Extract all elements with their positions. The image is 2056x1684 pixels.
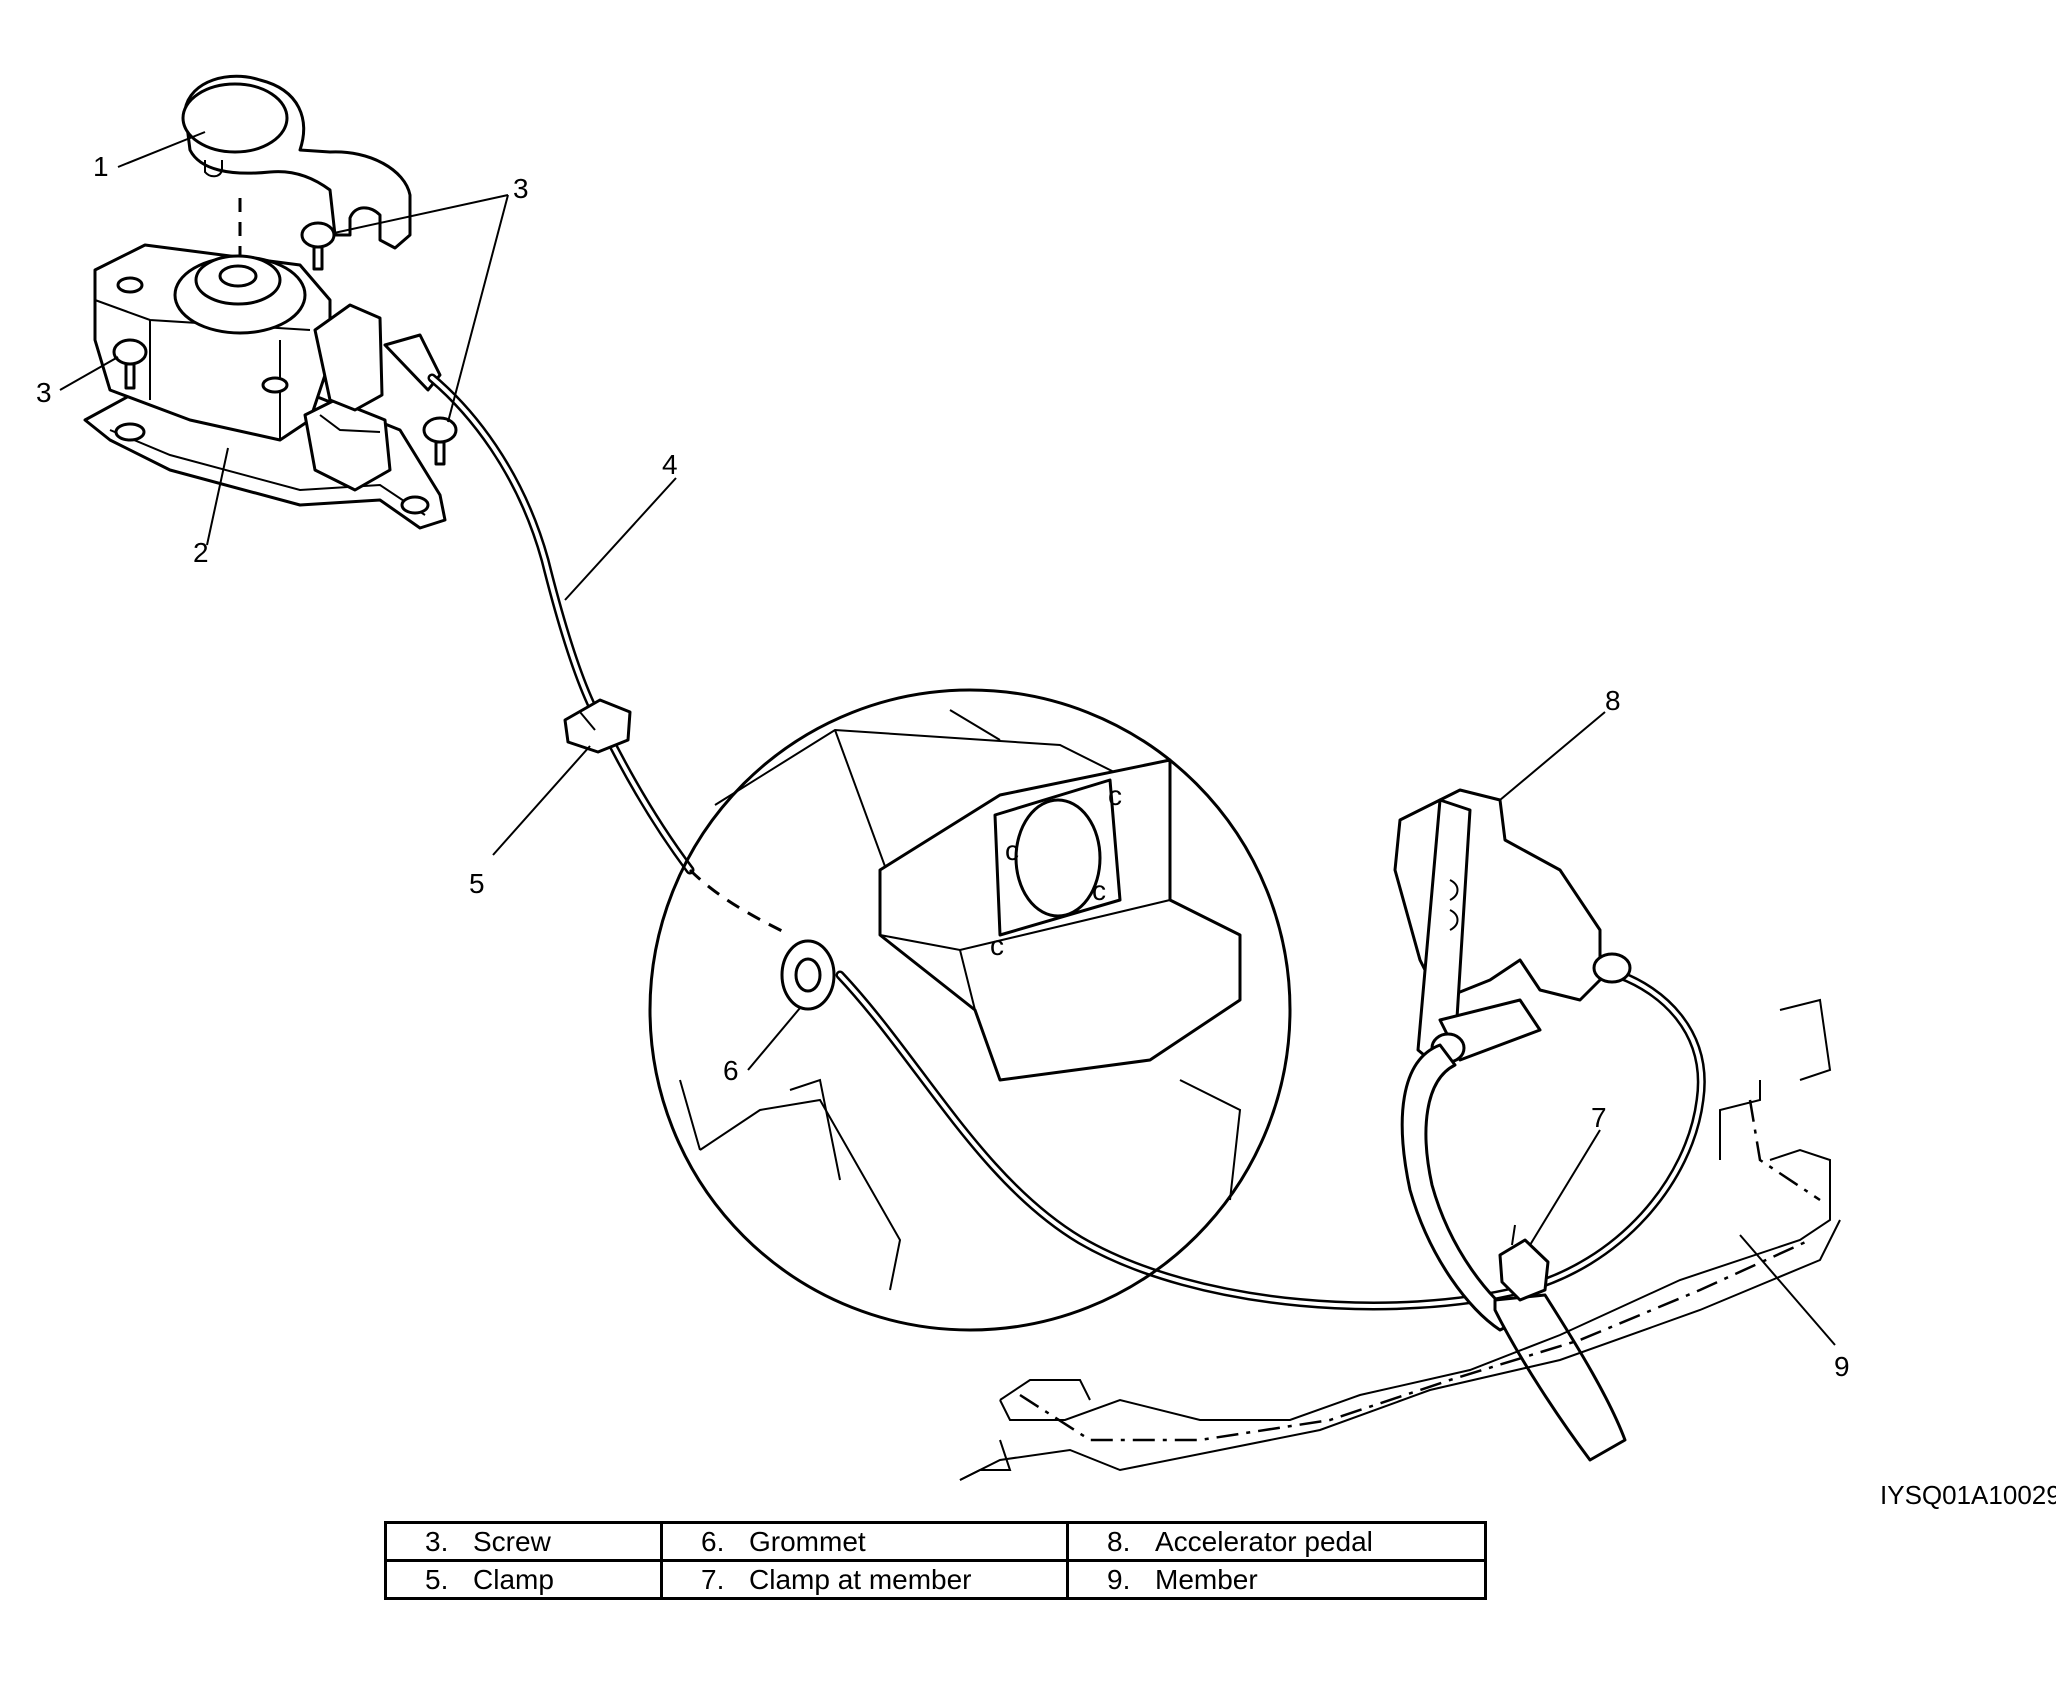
legend-label: Clamp at member	[749, 1563, 972, 1595]
svg-text:c: c	[1108, 780, 1122, 811]
grommet	[780, 939, 836, 1011]
actuator-assembly	[83, 243, 447, 530]
callout-2: 2	[193, 537, 209, 568]
figure-code: IYSQ01A10029	[1880, 1480, 2056, 1510]
legend-label: Clamp	[473, 1563, 554, 1595]
parts-legend-table: 3. Screw 6. Grommet 8. Accelerator pedal 5.…	[384, 1521, 1487, 1600]
accelerator-cable	[383, 333, 1706, 1311]
callout-4: 4	[662, 449, 678, 480]
callout-9: 9	[1834, 1351, 1850, 1382]
legend-cell: 3. Screw	[384, 1521, 663, 1562]
callout-8: 8	[1605, 685, 1621, 716]
screw-left	[112, 338, 148, 390]
legend-number: 7.	[701, 1563, 725, 1595]
legend-cell: 8. Accelerator pedal	[1066, 1521, 1487, 1562]
legend-label: Member	[1155, 1563, 1258, 1595]
legend-cell: 9. Member	[1066, 1559, 1487, 1600]
leader-lines	[59, 131, 1836, 1346]
callout-1: 1	[93, 151, 109, 182]
svg-text:c: c	[1092, 875, 1106, 906]
legend-cell: 6. Grommet	[660, 1521, 1069, 1562]
clamp-at-member	[1498, 1224, 1550, 1302]
callout-5: 5	[469, 868, 485, 899]
accelerator-pedal	[1393, 788, 1632, 1462]
legend-label: Screw	[473, 1525, 551, 1557]
member	[959, 998, 1841, 1481]
detail-circle: c c c c	[648, 688, 1292, 1332]
callout-3-top: 3	[513, 173, 529, 204]
legend-cell: 5. Clamp	[384, 1559, 663, 1600]
screw-right	[422, 416, 458, 466]
legend-label: Accelerator pedal	[1155, 1525, 1373, 1557]
legend-number: 6.	[701, 1525, 725, 1557]
legend-label: Grommet	[749, 1525, 866, 1557]
legend-cell: 7. Clamp at member	[660, 1559, 1069, 1600]
cover-cap	[181, 74, 412, 250]
callout-7: 7	[1591, 1102, 1607, 1133]
legend-number: 8.	[1107, 1525, 1131, 1557]
legend-number: 3.	[425, 1525, 449, 1557]
legend-row: 3. Screw 6. Grommet 8. Accelerator pedal	[384, 1521, 1487, 1562]
callout-6: 6	[723, 1055, 739, 1086]
legend-number: 5.	[425, 1563, 449, 1595]
clamp	[563, 698, 632, 754]
svg-text:c: c	[990, 930, 1004, 961]
screw-top	[300, 221, 336, 271]
legend-row: 5. Clamp 7. Clamp at member 9. Member	[384, 1559, 1487, 1600]
callout-3-left: 3	[36, 377, 52, 408]
svg-text:c: c	[1005, 835, 1019, 866]
legend-number: 9.	[1107, 1563, 1131, 1595]
